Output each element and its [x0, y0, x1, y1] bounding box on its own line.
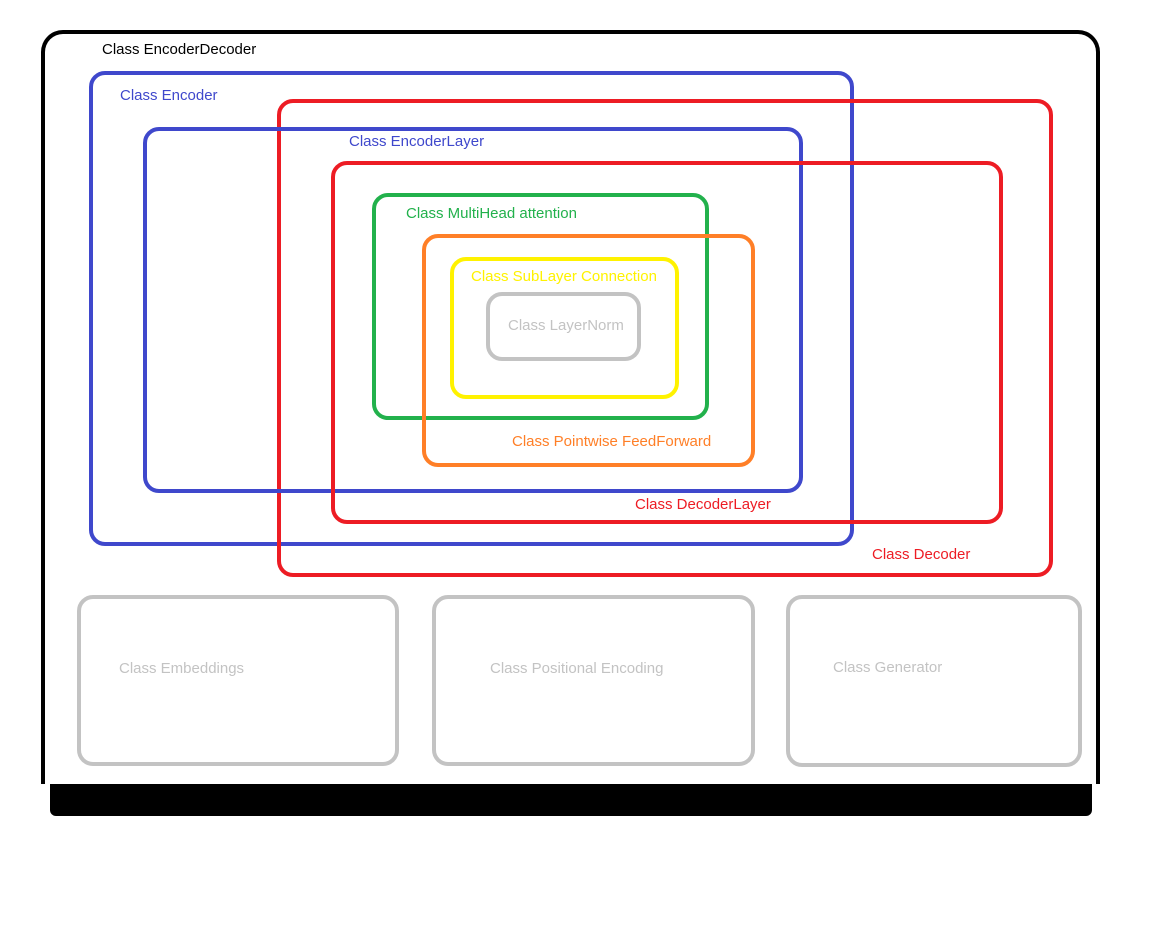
encoder-decoder-frame-inner — [45, 770, 1096, 782]
encoder-layer-box — [143, 127, 803, 493]
generator-box — [786, 595, 1082, 767]
embeddings-label: Class Embeddings — [119, 660, 245, 677]
multihead-attention-label: Class MultiHead attention — [406, 205, 577, 222]
embeddings-box — [77, 595, 399, 766]
encoder-label: Class Encoder — [120, 87, 218, 104]
encoder-box — [89, 71, 854, 546]
encoder-layer-label: Class EncoderLayer — [349, 133, 485, 150]
positional-encoding-box — [432, 595, 755, 766]
decoder-layer-label: Class DecoderLayer — [635, 496, 771, 513]
pointwise-feedforward-label: Class Pointwise FeedForward — [512, 433, 712, 450]
decoder-box — [277, 99, 1053, 577]
sublayer-connection-box — [450, 257, 679, 399]
pointwise-feedforward-box — [422, 234, 755, 467]
multihead-attention-box — [372, 193, 709, 420]
layernorm-box — [486, 292, 641, 361]
encoder-decoder-box — [41, 30, 1100, 784]
generator-label: Class Generator — [833, 659, 943, 676]
positional-encoding-label: Class Positional Encoding — [490, 660, 664, 677]
layernorm-label: Class LayerNorm — [508, 317, 624, 334]
encoder-decoder-label: Class EncoderDecoder — [102, 41, 257, 58]
decoder-layer-box — [331, 161, 1003, 524]
sublayer-connection-label: Class SubLayer Connection — [471, 268, 657, 285]
decoder-label: Class Decoder — [872, 546, 971, 563]
